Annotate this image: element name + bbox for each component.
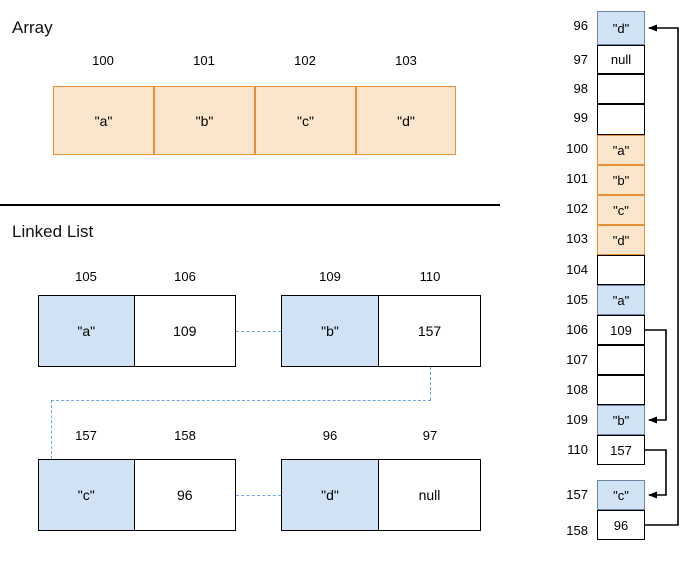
mem-cell-109[interactable]: "b" xyxy=(597,405,645,435)
mem-address-157: 157 xyxy=(566,487,588,502)
ll-node-0-next-address-label: 106 xyxy=(174,269,196,284)
ll-node-1-data-address-label: 109 xyxy=(319,269,341,284)
mem-cell-110[interactable]: 157 xyxy=(597,435,645,465)
mem-address-104: 104 xyxy=(566,262,588,277)
ll-node-1-data: "b" xyxy=(282,296,380,366)
mem-cell-96[interactable]: "d" xyxy=(597,11,645,45)
ll-connector-b-to-c-segment-into xyxy=(51,400,52,459)
ll-connector-b-to-c-segment-across xyxy=(51,400,431,401)
array-cell-0[interactable]: "a" xyxy=(53,86,154,155)
ll-node-0[interactable]: "a" 109 xyxy=(38,295,236,367)
ll-node-3-next: null xyxy=(379,460,480,530)
ll-connector-b-to-c-segment-down xyxy=(430,367,431,400)
mem-cell-105[interactable]: "a" xyxy=(597,285,645,315)
ll-node-1[interactable]: "b" 157 xyxy=(281,295,481,367)
mem-cell-98[interactable] xyxy=(597,74,645,104)
array-address-label-3: 103 xyxy=(395,53,417,68)
mem-address-103: 103 xyxy=(566,231,588,246)
mem-address-108: 108 xyxy=(566,382,588,397)
mem-cell-99[interactable] xyxy=(597,104,645,135)
array-cell-2[interactable]: "c" xyxy=(255,86,356,155)
mem-address-106: 106 xyxy=(566,322,588,337)
array-address-label-1: 101 xyxy=(193,53,215,68)
mem-address-102: 102 xyxy=(566,201,588,216)
ll-node-2-next: 96 xyxy=(134,460,235,530)
array-section-title: Array xyxy=(12,18,53,37)
array-address-label-2: 102 xyxy=(294,53,316,68)
mem-address-99: 99 xyxy=(573,110,588,125)
mem-cell-108[interactable] xyxy=(597,375,645,405)
mem-address-96: 96 xyxy=(573,18,588,33)
mem-cell-103[interactable]: "d" xyxy=(597,225,645,255)
section-divider xyxy=(0,204,500,206)
mem-address-101: 101 xyxy=(566,171,588,186)
mem-cell-158[interactable]: 96 xyxy=(597,510,645,540)
array-address-label-0: 100 xyxy=(92,53,114,68)
mem-cell-104[interactable] xyxy=(597,255,645,285)
mem-cell-157[interactable]: "c" xyxy=(597,480,645,510)
ll-connector-c-to-d xyxy=(236,495,281,496)
mem-cell-102[interactable]: "c" xyxy=(597,195,645,225)
array-cell-3[interactable]: "d" xyxy=(356,86,456,155)
mem-cell-106[interactable]: 109 xyxy=(597,315,645,345)
mem-address-109: 109 xyxy=(566,412,588,427)
mem-address-97: 97 xyxy=(573,52,588,67)
ll-node-2-data: "c" xyxy=(39,460,135,530)
ll-node-3[interactable]: "d" null xyxy=(281,459,481,531)
ll-node-3-data-address-label: 96 xyxy=(322,428,338,443)
mem-address-100: 100 xyxy=(566,141,588,156)
mem-address-107: 107 xyxy=(566,352,588,367)
mem-address-110: 110 xyxy=(567,442,588,457)
mem-cell-107[interactable] xyxy=(597,345,645,375)
mem-address-105: 105 xyxy=(566,292,588,307)
ll-node-0-data: "a" xyxy=(39,296,135,366)
array-cell-1[interactable]: "b" xyxy=(154,86,255,155)
ll-node-0-next: 109 xyxy=(134,296,235,366)
ll-node-0-data-address-label: 105 xyxy=(75,269,97,284)
mem-address-158: 158 xyxy=(566,523,588,538)
ll-node-3-next-address-label: 97 xyxy=(422,428,438,443)
ll-connector-a-to-b xyxy=(236,331,281,332)
ll-node-1-next: 157 xyxy=(379,296,480,366)
mem-address-98: 98 xyxy=(573,81,588,96)
ll-node-3-data: "d" xyxy=(282,460,380,530)
mem-cell-100[interactable]: "a" xyxy=(597,135,645,165)
pointer-arrow-158-to-96 xyxy=(645,24,679,526)
linked-list-section-title: Linked List xyxy=(12,222,94,241)
mem-cell-97[interactable]: null xyxy=(597,45,645,74)
mem-cell-101[interactable]: "b" xyxy=(597,165,645,195)
pointer-arrow-110-to-157 xyxy=(645,449,667,499)
ll-node-2-data-address-label: 157 xyxy=(75,428,97,443)
ll-node-1-next-address-label: 110 xyxy=(419,269,441,284)
ll-node-2-next-address-label: 158 xyxy=(174,428,196,443)
pointer-arrow-106-to-109 xyxy=(645,329,667,424)
ll-node-2[interactable]: "c" 96 xyxy=(38,459,236,531)
